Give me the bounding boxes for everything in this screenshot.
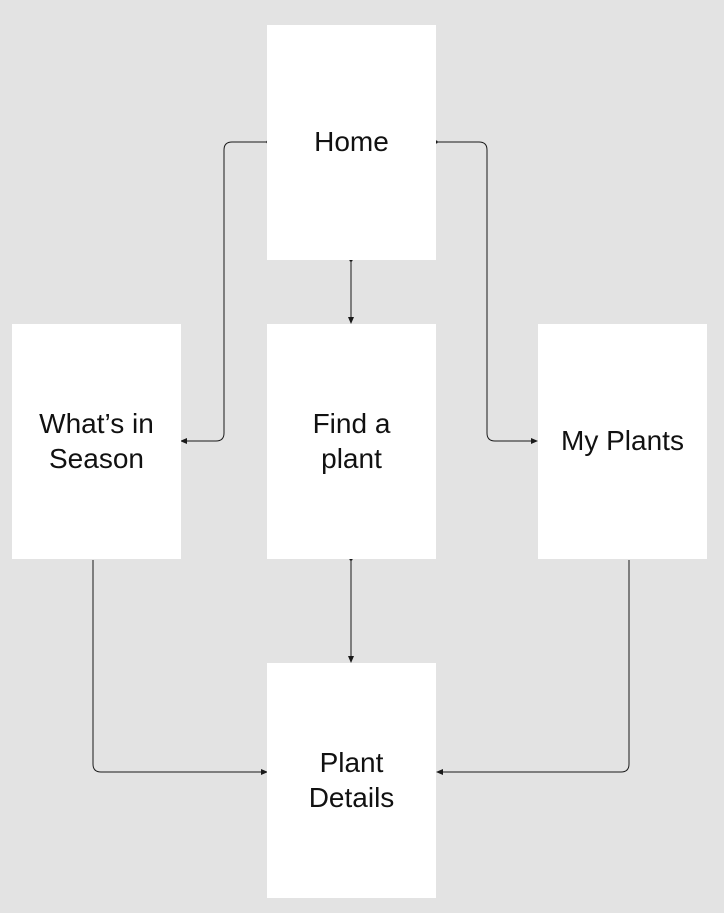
node-my-plants: My Plants: [538, 324, 707, 559]
edge-whats-in-season-to-plant-details: [92, 560, 268, 775]
edge-home-to-my-plants: [434, 140, 538, 444]
node-plant-details: Plant Details: [267, 663, 436, 898]
node-home-label: Home: [314, 126, 389, 158]
node-plant-details-label: Plant Details: [308, 747, 395, 813]
node-my-plants-label: My Plants: [561, 425, 684, 457]
edge-find-a-plant-to-plant-details: [348, 557, 354, 663]
edge-my-plants-to-plant-details: [436, 560, 630, 775]
edge-home-to-whats-in-season: [180, 140, 270, 444]
node-find-a-plant-label: Find a plant: [312, 408, 391, 474]
edge-home-to-find-a-plant: [348, 258, 354, 324]
node-home: Home: [267, 25, 436, 260]
node-find-a-plant: Find a plant: [267, 324, 436, 559]
node-whats-in-season-label: What’s in Season: [39, 408, 154, 474]
node-whats-in-season: What’s in Season: [12, 324, 181, 559]
